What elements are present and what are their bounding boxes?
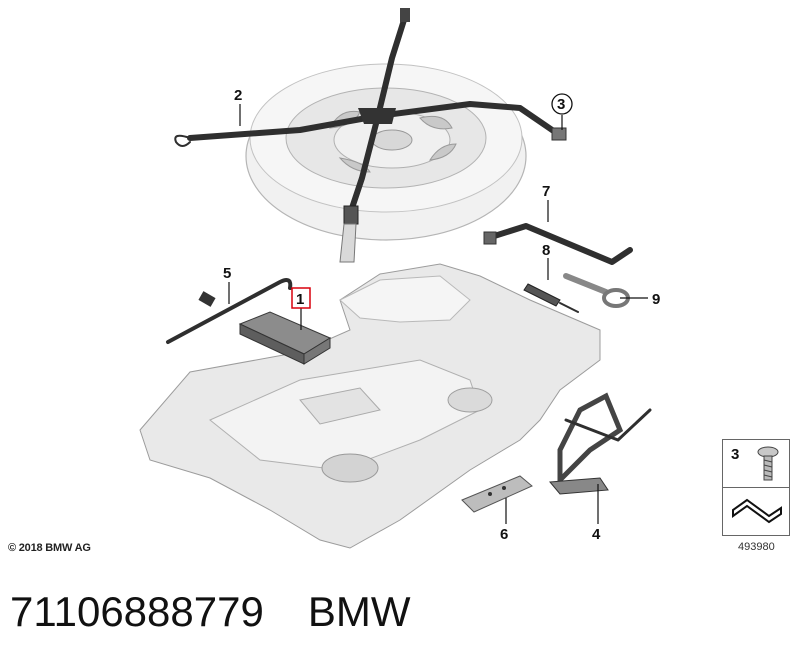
copyright-text: © 2018 BMW AG — [8, 542, 91, 554]
callout-9[interactable]: 9 — [652, 291, 660, 308]
callout-7[interactable]: 7 — [542, 183, 550, 200]
legend-item-number: 3 — [731, 446, 740, 463]
callout-3[interactable]: 3 — [557, 96, 565, 113]
mat-symbol-icon — [732, 498, 782, 524]
foam-tool-tray — [139, 263, 601, 549]
screw-icon — [757, 446, 779, 481]
callout-8[interactable]: 8 — [542, 242, 550, 259]
part-number: 71106888779 — [10, 588, 264, 635]
callout-4[interactable]: 4 — [592, 526, 601, 543]
callout-3-circle — [551, 93, 573, 115]
callout-2[interactable]: 2 — [234, 87, 242, 104]
strap — [174, 8, 567, 263]
item-7-wheel-wrench — [483, 223, 633, 265]
item-4-jack — [548, 392, 652, 495]
item-1-tool-case — [238, 311, 332, 365]
item-8-screwdriver — [523, 283, 579, 313]
callout-6[interactable]: 6 — [500, 526, 508, 543]
parts-diagram: 2 3 5 1 7 8 9 4 6 — [139, 8, 660, 549]
part-number-line: 71106888779 BMW — [10, 588, 410, 636]
callout-5[interactable]: 5 — [223, 265, 231, 282]
diagram-number: 493980 — [738, 541, 775, 553]
callout-1[interactable]: 1 — [296, 291, 304, 308]
legend-divider — [723, 487, 789, 488]
item-5-rod — [166, 278, 293, 344]
item-9-towing-eye — [563, 273, 630, 308]
spare-wheel — [245, 63, 527, 241]
brand-name: BMW — [307, 588, 411, 635]
callout-1-highlight — [291, 287, 311, 309]
item-6-bracket — [461, 475, 533, 513]
legend-box: 3 — [722, 439, 790, 536]
